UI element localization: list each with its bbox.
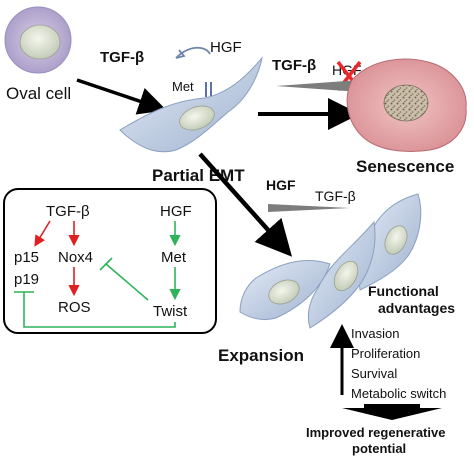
pathway-nox4: Nox4 <box>58 249 93 266</box>
hgf-binding-curve <box>175 46 211 59</box>
advantage-survival: Survival <box>351 366 397 381</box>
met-receptor-icon <box>205 82 212 97</box>
tgf-to-p15-arrow <box>34 220 51 247</box>
improved-potential-line2: potential <box>352 441 406 456</box>
advantage-proliferation: Proliferation <box>351 346 420 361</box>
senescence-label: Senescence <box>356 157 454 176</box>
tgf-gradient-wedge-top <box>276 80 360 92</box>
pathway-tgf-beta: TGF-β <box>46 203 90 220</box>
hgf-mid-label: HGF <box>266 177 296 193</box>
functional-advantages-line2: advantages <box>378 300 455 316</box>
oval-cell <box>4 6 72 74</box>
emt-to-expansion-arrow <box>198 152 293 257</box>
partial-emt-cell <box>119 56 263 153</box>
improved-potential-line1: Improved regenerative <box>306 425 445 440</box>
hgf-curve-head <box>175 49 186 59</box>
oval-to-emt-arrow <box>76 78 167 115</box>
improved-down-arrow <box>342 404 442 420</box>
tgf-beta-top-label: TGF-β <box>100 49 144 66</box>
expanding-cells <box>239 193 422 329</box>
pathway-ros: ROS <box>58 299 91 316</box>
twist-inhibits-nox4 <box>99 257 149 301</box>
pathway-p19: p19 <box>14 271 39 288</box>
functional-advantages-line1: Functional <box>368 283 439 299</box>
partial-emt-label: Partial EMT <box>152 166 245 185</box>
tgf-beta-mid-label: TGF-β <box>315 188 356 204</box>
pathway-hgf: HGF <box>160 203 192 220</box>
twist-inhibits-p19 <box>14 291 176 328</box>
advantage-invasion: Invasion <box>351 326 399 341</box>
oval-cell-label: Oval cell <box>6 84 71 103</box>
pathway-met: Met <box>161 249 187 266</box>
senescent-cell <box>346 58 467 152</box>
pathway-twist: Twist <box>153 303 188 320</box>
met-top-label: Met <box>172 79 194 94</box>
tgf-beta-right-label: TGF-β <box>272 57 316 74</box>
expansion-label: Expansion <box>218 346 304 365</box>
advantage-metabolic-switch: Metabolic switch <box>351 386 446 401</box>
hgf-top-label: HGF <box>210 39 242 56</box>
hgf-gradient-wedge-mid <box>268 204 350 212</box>
pathway-p15: p15 <box>14 249 39 266</box>
